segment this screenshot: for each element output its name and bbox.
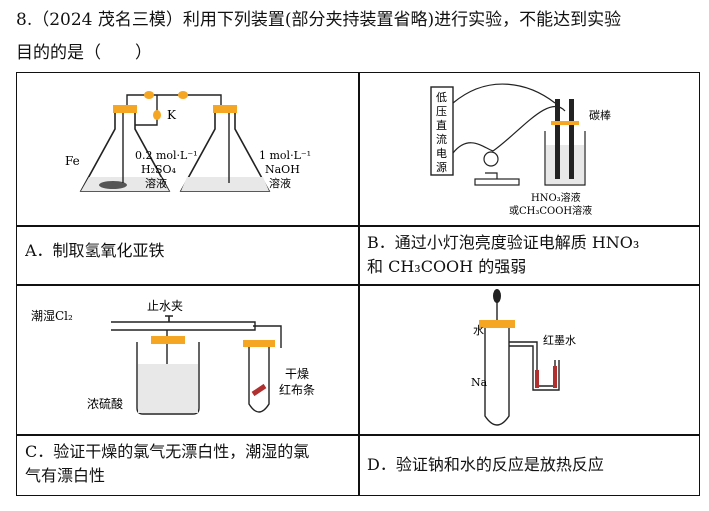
carbon-rod-left [555, 99, 560, 179]
power-char-6: 源 [436, 160, 447, 174]
power-char-4: 流 [436, 132, 447, 146]
table-divider-3 [17, 434, 699, 436]
gas-tube [111, 321, 256, 331]
label-red-ink: 红墨水 [543, 334, 576, 347]
clamp-1 [144, 91, 154, 99]
label-carbon-rod: 碳棒 [589, 108, 611, 122]
option-b[interactable]: B．通过小灯泡亮度验证电解质 HNO₃ 和 CH₃COOH 的强弱 [367, 231, 692, 279]
label-a-left-3: 溶液 [145, 176, 167, 190]
solution-b [546, 145, 584, 184]
label-wet-cl2: 潮湿Cl₂ [31, 308, 73, 323]
option-b-line-1: B．通过小灯泡亮度验证电解质 HNO₃ [367, 233, 640, 252]
option-d[interactable]: D．验证钠和水的反应是放热反应 [367, 453, 692, 477]
figure-d: 水 红墨水 Na [359, 286, 700, 434]
test-tube-c [248, 344, 270, 413]
figure-c-apparatus: 潮湿Cl₂ 止水夹 浓硫酸 干燥 红布条 [31, 299, 315, 415]
option-c-line-1: C．验证干燥的氯气无漂白性，潮湿的氯 [25, 442, 310, 461]
power-char-3: 直 [436, 118, 447, 132]
label-na: Na [471, 376, 488, 389]
power-char-2: 压 [436, 105, 447, 118]
power-supply [430, 86, 454, 176]
valve-k [153, 110, 161, 120]
label-a-right-2: NaOH [265, 163, 300, 176]
power-char-5: 电 [436, 147, 447, 160]
label-a-right-3: 溶液 [269, 176, 291, 190]
label-dry: 干燥 [285, 367, 309, 381]
u-tube-inner [509, 345, 560, 391]
figure-d-apparatus: 水 红墨水 Na [471, 289, 576, 426]
label-solution-1: HNO₃溶液 [531, 191, 581, 204]
beaker [544, 131, 586, 186]
test-tube-d [484, 324, 510, 426]
stopper-left [113, 105, 137, 113]
figure-a: K Fe 0.2 mol·L⁻¹ H₂SO₄ 溶液 1 mol·L⁻¹ NaOH… [17, 73, 358, 225]
table-divider-2 [17, 284, 699, 286]
label-water: 水 [473, 324, 484, 337]
label-a-right-1: 1 mol·L⁻¹ [259, 149, 311, 162]
label-red-cloth: 红布条 [279, 382, 315, 397]
option-a-text: A．制取氢氧化亚铁 [25, 241, 165, 260]
question-line-2: 目的的是（ ） [16, 43, 152, 63]
label-fe: Fe [65, 154, 80, 168]
stopper-d [479, 320, 515, 328]
options-table: K Fe 0.2 mol·L⁻¹ H₂SO₄ 溶液 1 mol·L⁻¹ NaOH… [16, 72, 700, 496]
acid-liquid [138, 364, 198, 413]
liquid-right [181, 177, 269, 191]
side-tube [135, 95, 158, 126]
question-line-1: 8.（2024 茂名三模）利用下列装置(部分夹持装置省略)进行实验，不能达到实验 [16, 10, 622, 30]
figure-c: 潮湿Cl₂ 止水夹 浓硫酸 干燥 红布条 [17, 286, 358, 434]
option-c-line-2: 气有漂白性 [25, 466, 106, 485]
label-k: K [167, 108, 177, 122]
option-b-line-2: 和 CH₃COOH 的强弱 [367, 257, 527, 276]
bulb-icon [483, 151, 499, 167]
stopper-right [213, 105, 237, 113]
wire-1 [452, 83, 556, 104]
iron-piece [99, 181, 127, 189]
figure-b: 低 压 直 流 电 源 碳棒 HNO₃溶液 或CH₃COOH溶液 [359, 73, 700, 225]
stopper-testtube [243, 340, 275, 347]
label-acid: 浓硫酸 [87, 396, 123, 411]
wire-3 [492, 105, 566, 152]
connecting-tube [126, 94, 222, 105]
table-divider-1 [17, 225, 699, 227]
label-clamp: 止水夹 [147, 299, 183, 313]
label-a-left-2: H₂SO₄ [141, 163, 177, 176]
option-a[interactable]: A．制取氢氧化亚铁 [25, 239, 350, 263]
u-tube-outer [509, 341, 556, 387]
dropper-bulb [493, 289, 501, 303]
power-char-1: 低 [436, 91, 447, 104]
ink-left [535, 370, 539, 388]
question-stem: 8.（2024 茂名三模）利用下列装置(部分夹持装置省略)进行实验，不能达到实验… [16, 4, 696, 70]
clamp-2 [178, 91, 188, 99]
figure-b-apparatus: 低 压 直 流 电 源 碳棒 HNO₃溶液 或CH₃COOH溶液 [430, 83, 611, 217]
option-c[interactable]: C．验证干燥的氯气无漂白性，潮湿的氯 气有漂白性 [25, 440, 355, 488]
clamp-c [165, 315, 173, 322]
rod-holder [551, 121, 579, 125]
bulb-base [485, 172, 498, 179]
carbon-rod-right [569, 99, 574, 179]
red-cloth-strip [251, 383, 267, 397]
tube-to-testtube [253, 325, 282, 348]
figure-a-apparatus: K Fe 0.2 mol·L⁻¹ H₂SO₄ 溶液 1 mol·L⁻¹ NaOH… [65, 91, 311, 192]
stopper-bottle [151, 336, 185, 344]
label-a-left-1: 0.2 mol·L⁻¹ [135, 149, 198, 162]
option-d-text: D．验证钠和水的反应是放热反应 [367, 455, 604, 474]
bulb-stand [474, 178, 520, 186]
ink-right [553, 366, 557, 388]
wire-2 [452, 142, 494, 154]
gas-bottle [136, 342, 200, 415]
label-solution-2: 或CH₃COOH溶液 [509, 204, 592, 217]
